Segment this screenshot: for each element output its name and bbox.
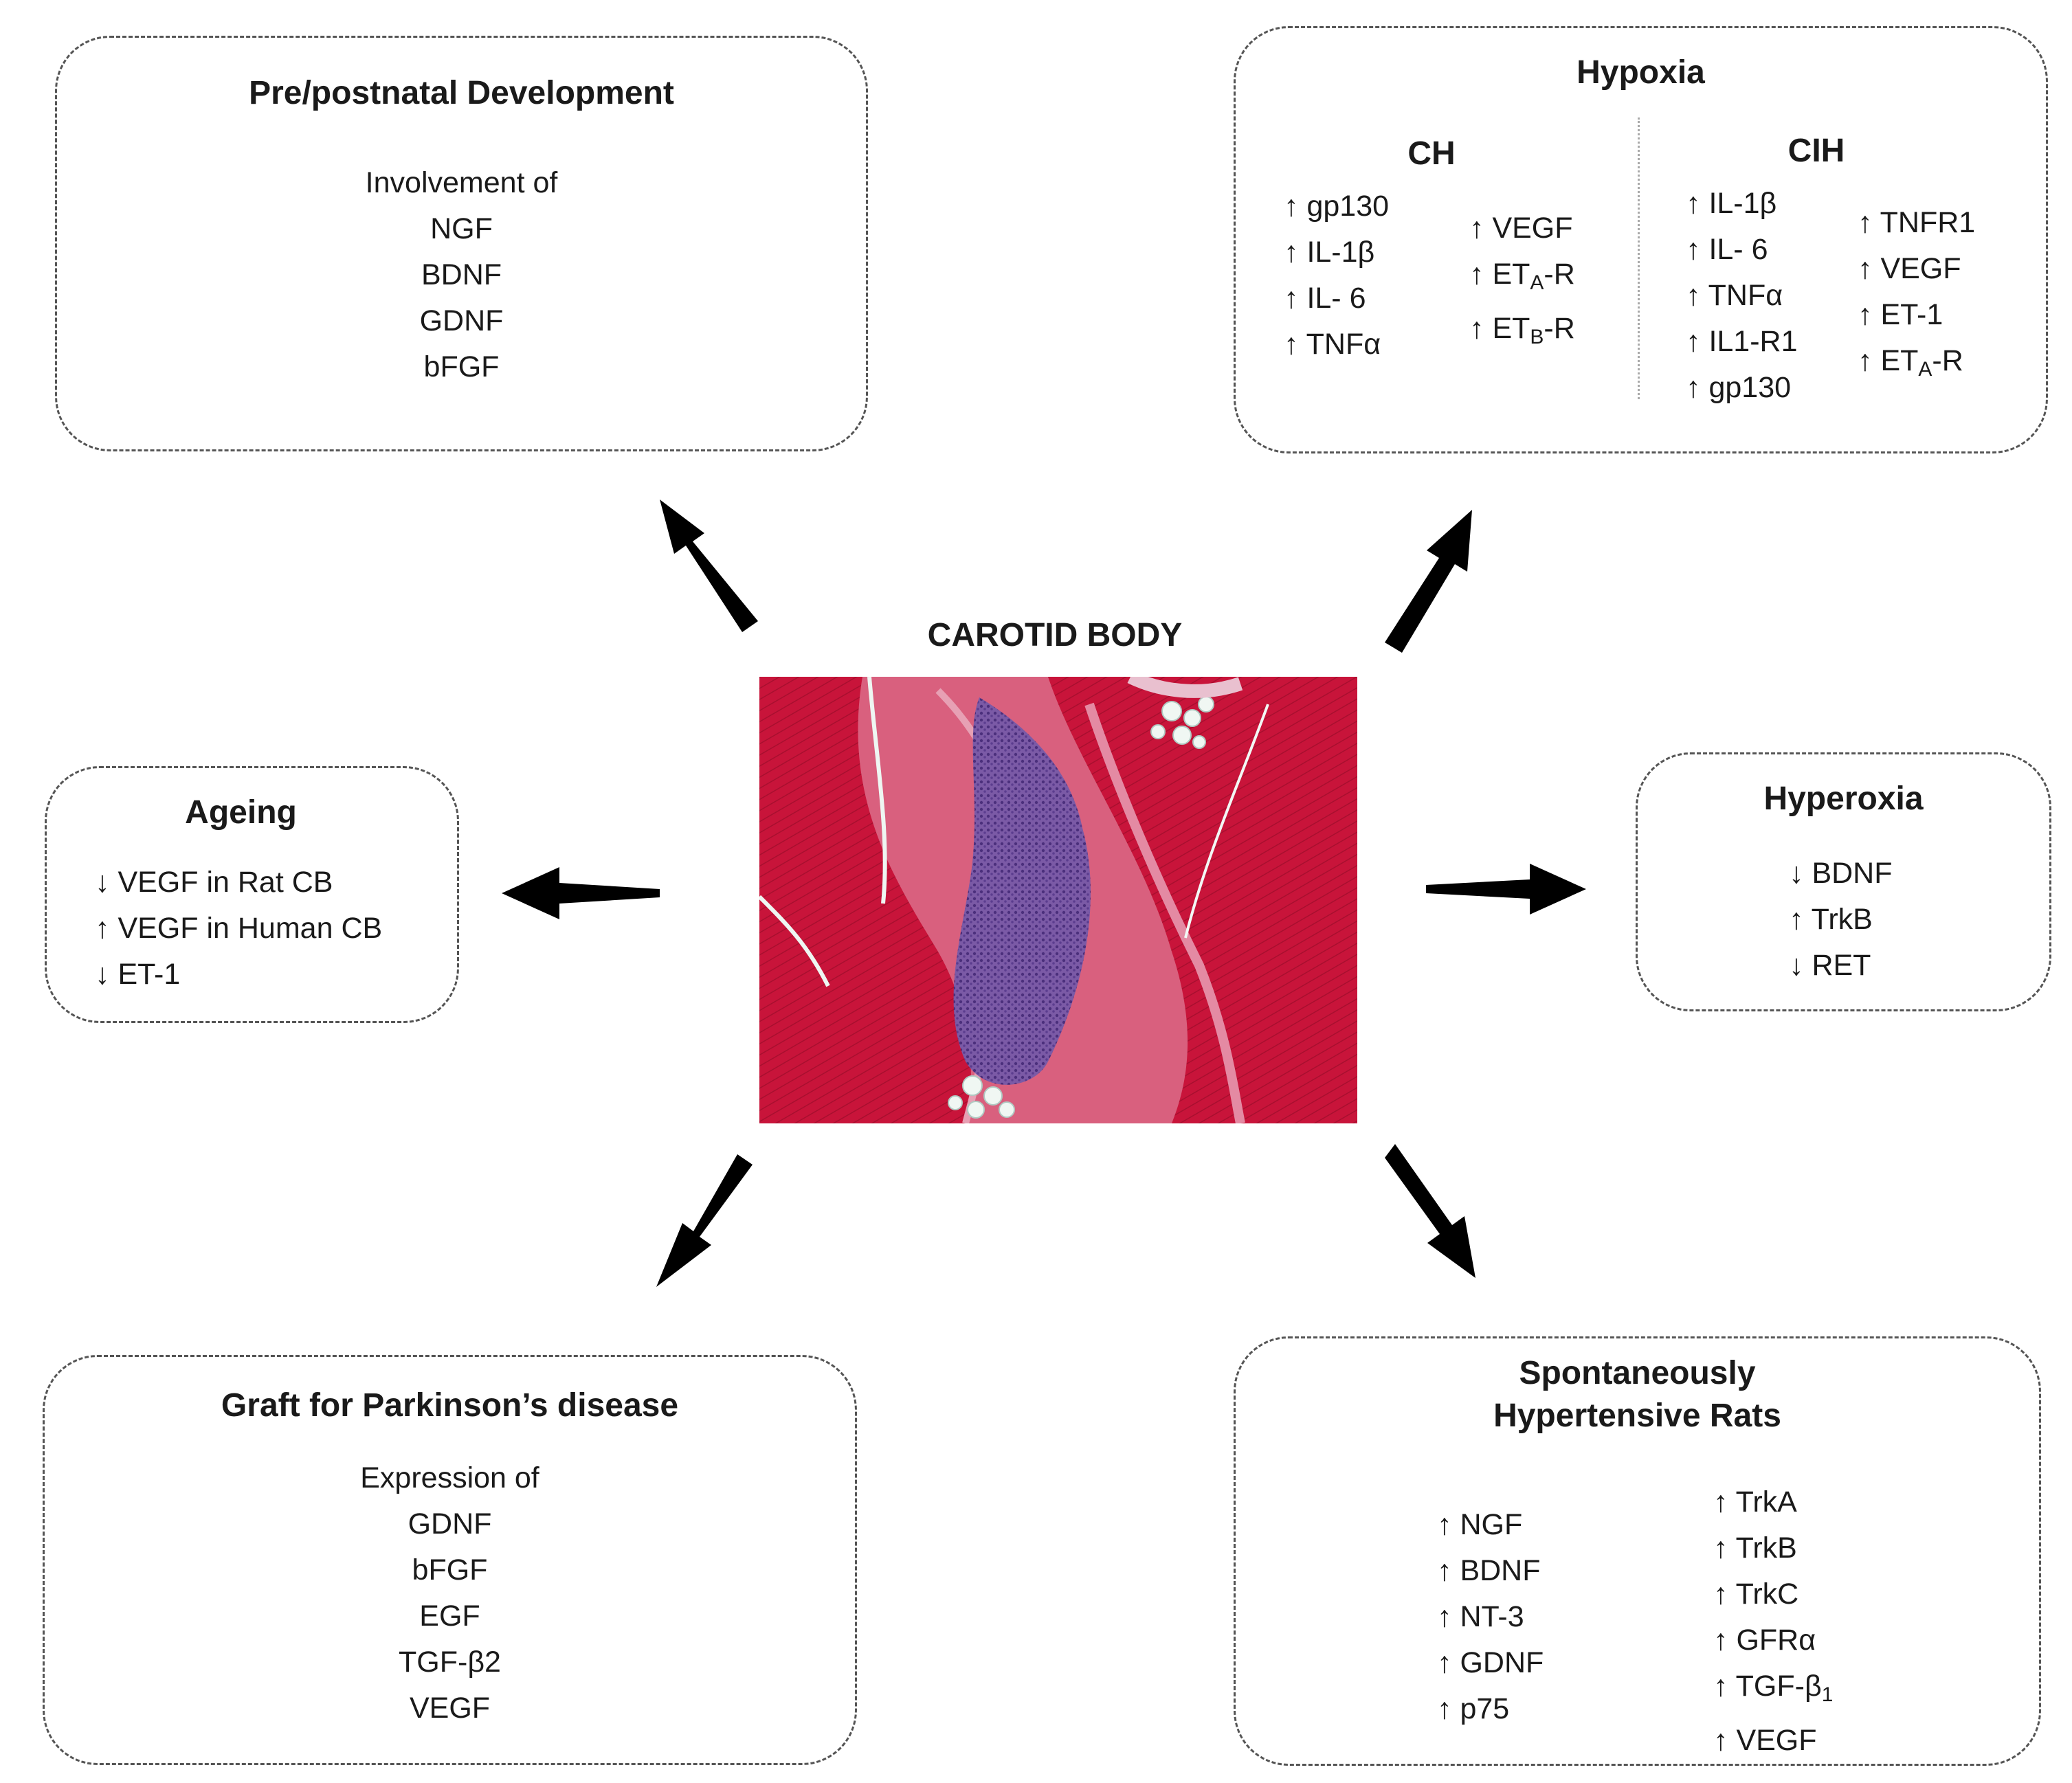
list-item: GDNF xyxy=(408,1507,492,1540)
parkinson-intro: Expression of xyxy=(360,1461,539,1494)
list-item: GDNF xyxy=(419,304,504,337)
list-item: ↑ IL- 6 xyxy=(1284,282,1366,315)
list-item: NGF xyxy=(430,212,493,245)
list-item: ↓ BDNF xyxy=(1789,857,1893,890)
hyperoxia-list: ↓ BDNF ↑ TrkB ↓ RET xyxy=(1789,851,1893,989)
hypoxia-divider xyxy=(1638,117,1640,399)
list-item: ↑ IL-1β xyxy=(1686,187,1777,220)
list-item: ↑ TNFα xyxy=(1686,279,1783,312)
list-item: bFGF xyxy=(423,350,500,383)
list-item: TGF-β2 xyxy=(399,1646,501,1679)
ageing-title: Ageing xyxy=(185,794,297,831)
shr-title-line-2: Hypertensive Rats xyxy=(1493,1398,1781,1434)
list-item: ↑ VEGF xyxy=(1469,212,1573,245)
parkinson-box: Graft for Parkinson’s disease Expression… xyxy=(43,1355,857,1765)
list-item: ↑ TrkC xyxy=(1713,1578,1799,1611)
cih-column-2: ↑ TNFR1 ↑ VEGF ↑ ET-1 ↑ ETA-R xyxy=(1858,200,1975,392)
list-item: ↑ IL-1β xyxy=(1284,236,1375,269)
arrow-to-hypoxia xyxy=(1385,510,1472,653)
ageing-list: ↓ VEGF in Rat CB ↑ VEGF in Human CB ↓ ET… xyxy=(95,860,382,998)
list-item: ↑ TrkB xyxy=(1713,1532,1797,1565)
hypoxia-title: Hypoxia xyxy=(1577,54,1705,91)
list-item: ↓ RET xyxy=(1789,949,1871,982)
arrow-to-shr xyxy=(1385,1144,1475,1278)
arrow-to-development xyxy=(660,500,758,632)
development-box: Pre/postnatal Development Involvement of… xyxy=(55,36,868,451)
list-item: ↑ p75 xyxy=(1437,1692,1510,1725)
list-item: ↑ TrkA xyxy=(1713,1485,1797,1518)
list-item: ↑ IL1-R1 xyxy=(1686,325,1798,358)
carotid-body-histology-image xyxy=(759,677,1357,1123)
development-intro: Involvement of xyxy=(365,166,558,199)
list-item: ↓ VEGF in Rat CB xyxy=(95,866,333,899)
list-item: ↑ ETB-R xyxy=(1469,312,1575,348)
list-item: ↓ ET-1 xyxy=(95,958,181,991)
cih-title: CIH xyxy=(1787,133,1845,169)
hyperoxia-box: Hyperoxia ↓ BDNF ↑ TrkB ↓ RET xyxy=(1636,752,2051,1011)
parkinson-title: Graft for Parkinson’s disease xyxy=(221,1387,679,1424)
hyperoxia-title: Hyperoxia xyxy=(1763,781,1924,817)
list-item: ↑ VEGF in Human CB xyxy=(95,912,383,945)
ch-column-1: ↑ gp130 ↑ IL-1β ↑ IL- 6 ↑ TNFα xyxy=(1284,183,1389,368)
shr-box: Spontaneously Hypertensive Rats ↑ NGF ↑ … xyxy=(1234,1336,2041,1766)
development-title: Pre/postnatal Development xyxy=(249,75,674,111)
shr-column-2: ↑ TrkA ↑ TrkB ↑ TrkC ↑ GFRα ↑ TGF-β1 ↑ V… xyxy=(1713,1479,1833,1764)
list-item: ↑ IL- 6 xyxy=(1686,233,1768,266)
list-item: bFGF xyxy=(412,1554,488,1586)
list-item: ↑ NGF xyxy=(1437,1508,1523,1541)
arrow-to-parkinson xyxy=(656,1154,753,1287)
arrow-to-ageing xyxy=(502,867,660,919)
hypoxia-box: Hypoxia CH CIH ↑ gp130 ↑ IL-1β ↑ IL- 6 ↑… xyxy=(1234,26,2048,453)
list-item: ↑ VEGF xyxy=(1713,1724,1817,1757)
list-item: EGF xyxy=(419,1600,480,1633)
list-item: ↑ gp130 xyxy=(1284,190,1390,223)
list-item: ↑ ET-1 xyxy=(1858,298,1943,331)
ch-column-2: ↑ VEGF ↑ ETA-R ↑ ETB-R xyxy=(1469,205,1575,360)
list-item: ↑ ETA-R xyxy=(1469,258,1575,294)
list-item: ↑ GFRα xyxy=(1713,1624,1816,1657)
list-item: ↑ VEGF xyxy=(1858,252,1961,285)
parkinson-list: Expression of GDNF bFGF EGF TGF-β2 VEGF xyxy=(45,1455,855,1731)
list-item: ↑ NT-3 xyxy=(1437,1600,1524,1633)
list-item: ↑ GDNF xyxy=(1437,1646,1544,1679)
list-item: BDNF xyxy=(421,258,502,291)
carotid-body-title: CAROTID BODY xyxy=(927,617,1183,653)
shr-column-1: ↑ NGF ↑ BDNF ↑ NT-3 ↑ GDNF ↑ p75 xyxy=(1437,1502,1544,1732)
list-item: ↑ TNFα xyxy=(1284,328,1381,361)
shr-title-line-1: Spontaneously xyxy=(1519,1355,1756,1391)
ageing-box: Ageing ↓ VEGF in Rat CB ↑ VEGF in Human … xyxy=(45,766,459,1023)
list-item: ↑ TrkB xyxy=(1789,903,1873,936)
cih-column-1: ↑ IL-1β ↑ IL- 6 ↑ TNFα ↑ IL1-R1 ↑ gp130 xyxy=(1686,181,1798,411)
list-item: VEGF xyxy=(409,1692,491,1725)
list-item: ↑ gp130 xyxy=(1686,371,1792,404)
list-item: ↑ TNFR1 xyxy=(1858,206,1976,239)
list-item: ↑ ETA-R xyxy=(1858,344,1963,381)
development-list: Involvement of NGF BDNF GDNF bFGF xyxy=(57,160,866,390)
arrow-to-hyperoxia xyxy=(1426,864,1586,915)
list-item: ↑ BDNF xyxy=(1437,1554,1541,1587)
list-item: ↑ TGF-β1 xyxy=(1713,1670,1834,1706)
ch-title: CH xyxy=(1407,135,1456,172)
